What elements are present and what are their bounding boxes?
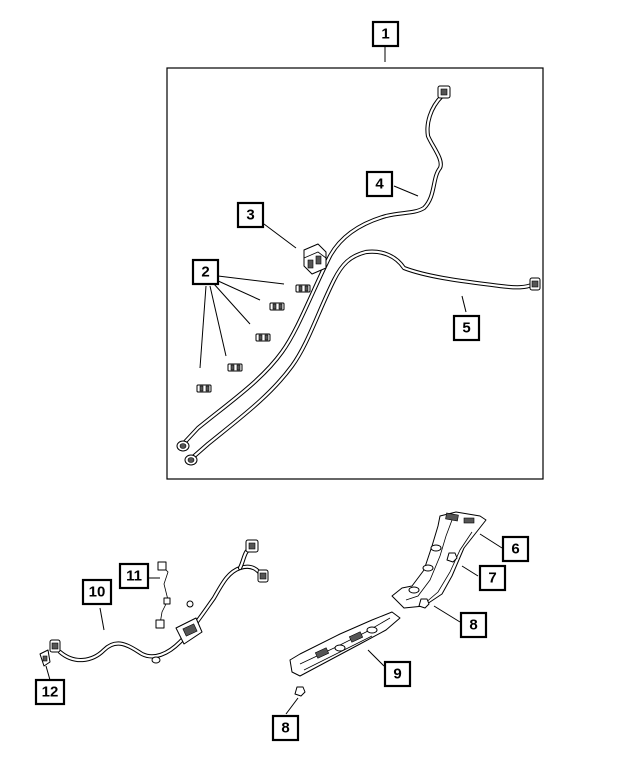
callout-4: 4 — [365, 170, 394, 198]
callout-2: 2 — [191, 258, 220, 286]
clip-2e — [196, 384, 212, 393]
bracket-3 — [303, 243, 327, 275]
svg-text:12: 12 — [42, 684, 59, 701]
shield-9 — [289, 611, 401, 677]
clip-2a — [295, 284, 311, 293]
leader-lines — [45, 46, 503, 715]
svg-text:5: 5 — [462, 320, 470, 337]
nut-7 — [446, 552, 458, 563]
clip-2b — [269, 302, 285, 311]
bracket-11 — [155, 561, 171, 629]
svg-text:11: 11 — [126, 568, 142, 585]
tube-5-end-fitting — [529, 277, 541, 291]
tube-4-lower-fitting — [176, 440, 190, 452]
callout-12: 12 — [34, 678, 66, 706]
clip-2d — [227, 363, 243, 372]
svg-text:8: 8 — [469, 617, 477, 634]
clip-2c — [255, 333, 271, 342]
svg-text:10: 10 — [89, 584, 106, 601]
connector-12 — [39, 649, 51, 667]
callout-9: 9 — [383, 660, 412, 688]
callout-8-upper: 8 — [459, 611, 488, 639]
svg-text:1: 1 — [381, 26, 389, 43]
callout-10: 10 — [81, 578, 113, 606]
svg-text:8: 8 — [281, 720, 289, 737]
callout-11: 11 — [118, 562, 150, 590]
svg-text:7: 7 — [488, 570, 496, 587]
svg-text:6: 6 — [511, 541, 519, 558]
tube-4-end-fitting — [437, 85, 451, 99]
shield-6 — [391, 511, 487, 609]
callout-8-lower: 8 — [271, 714, 300, 742]
callout-7: 7 — [478, 564, 507, 592]
tube-line-4 — [181, 93, 445, 446]
svg-text:2: 2 — [201, 264, 209, 281]
nut-8-upper — [418, 598, 430, 609]
svg-text:4: 4 — [375, 176, 384, 193]
svg-text:9: 9 — [393, 666, 401, 683]
nut-8-lower — [294, 686, 306, 697]
tube-5-lower-fitting — [184, 454, 198, 466]
svg-text:3: 3 — [246, 207, 254, 224]
tube-line-5 — [189, 249, 537, 461]
callout-1: 1 — [371, 20, 400, 48]
callout-3: 3 — [236, 201, 265, 229]
callout-5: 5 — [452, 314, 481, 342]
assembly-frame — [166, 67, 544, 480]
callout-6: 6 — [501, 535, 530, 563]
harness-10 — [49, 539, 269, 664]
